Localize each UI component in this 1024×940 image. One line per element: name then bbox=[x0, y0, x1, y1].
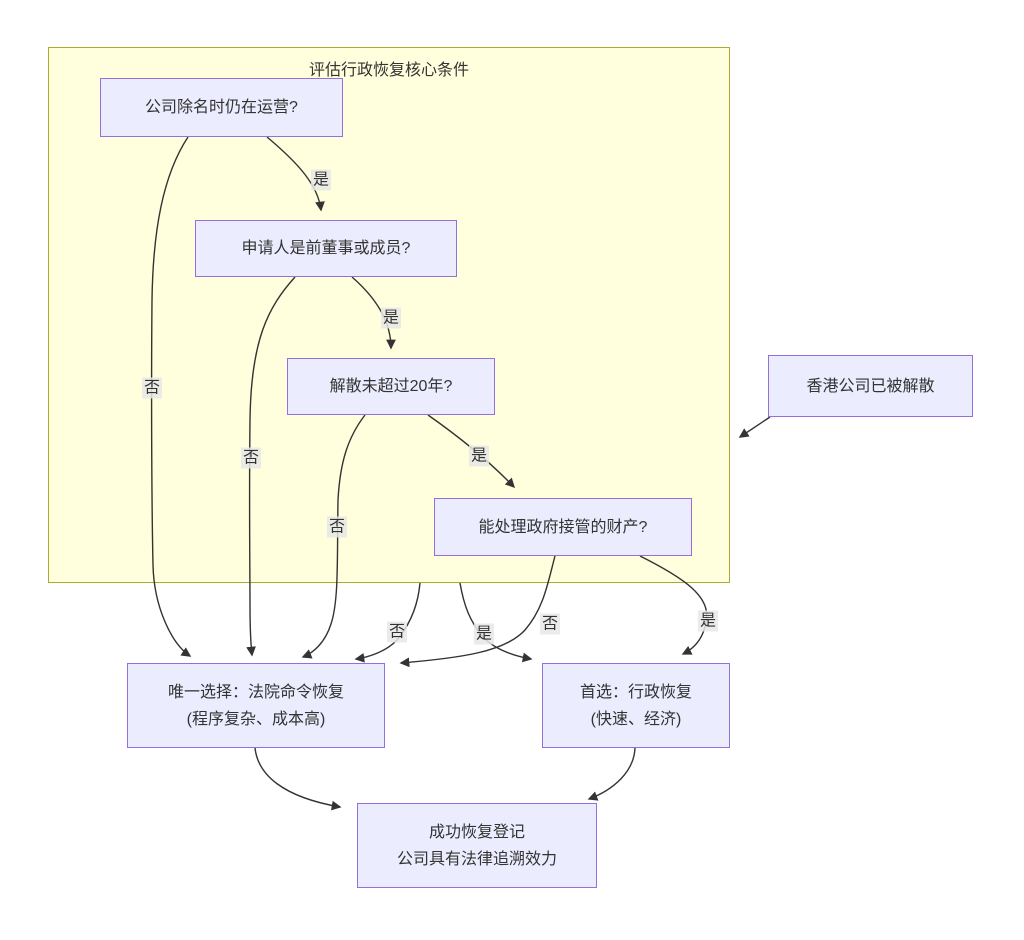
edge-label-yes-3: 是 bbox=[468, 445, 490, 467]
edge-label-yes-subgraph-admin: 是 bbox=[473, 623, 495, 645]
edge-admin-success bbox=[587, 747, 636, 801]
edge-label-yes-2: 是 bbox=[380, 307, 402, 329]
edge-label-yes-1: 是 bbox=[310, 169, 332, 191]
edge-operating-yes-applicant bbox=[266, 136, 325, 212]
node-applicant-label: 申请人是前董事或成员? bbox=[241, 240, 411, 257]
edge-applicant-no-court bbox=[246, 276, 296, 657]
edge-start-subgraph bbox=[738, 416, 771, 438]
node-start-label: 香港公司已被解散 bbox=[806, 377, 935, 395]
node-admin-restore: 首选：行政恢复 (快速、经济) bbox=[542, 663, 730, 748]
edge-label-no-1: 否 bbox=[141, 377, 163, 399]
edge-property-no-court bbox=[399, 555, 556, 668]
node-success-line1: 成功恢复登记 bbox=[428, 823, 525, 841]
node-operating: 公司除名时仍在运营? bbox=[100, 78, 343, 137]
edge-label-no-2: 否 bbox=[240, 447, 262, 469]
edge-years-no-court bbox=[301, 414, 366, 659]
node-court-order-line2: (程序复杂、成本高) bbox=[186, 710, 326, 728]
node-success-line2: 公司具有法律追溯效力 bbox=[396, 850, 557, 868]
edge-operating-no-court bbox=[150, 136, 192, 657]
node-years: 解散未超过20年? bbox=[287, 358, 495, 415]
node-applicant: 申请人是前董事或成员? bbox=[195, 220, 457, 277]
node-admin-restore-line2: (快速、经济) bbox=[590, 710, 682, 728]
edge-label-yes-property-admin: 是 bbox=[697, 610, 719, 632]
node-years-label: 解散未超过20年? bbox=[329, 378, 453, 395]
node-start: 香港公司已被解散 bbox=[768, 355, 973, 417]
node-operating-label: 公司除名时仍在运营? bbox=[145, 99, 298, 116]
edge-court-success bbox=[254, 747, 342, 811]
edge-label-no-property-court: 否 bbox=[539, 613, 561, 635]
edge-label-no-3: 否 bbox=[326, 516, 348, 538]
node-success: 成功恢复登记 公司具有法律追溯效力 bbox=[357, 803, 597, 888]
edge-property-yes-admin bbox=[639, 555, 708, 655]
node-court-order-line1: 唯一选择：法院命令恢复 bbox=[167, 683, 344, 701]
subgraph-title: 评估行政恢复核心条件 bbox=[308, 62, 469, 79]
edge-applicant-yes-years bbox=[351, 276, 396, 350]
edge-label-no-subgraph-court: 否 bbox=[386, 621, 408, 643]
node-property: 能处理政府接管的财产? bbox=[434, 498, 692, 556]
node-property-label: 能处理政府接管的财产? bbox=[478, 518, 648, 536]
node-admin-restore-line1: 首选：行政恢复 bbox=[579, 683, 692, 701]
node-court-order: 唯一选择：法院命令恢复 (程序复杂、成本高) bbox=[127, 663, 385, 748]
